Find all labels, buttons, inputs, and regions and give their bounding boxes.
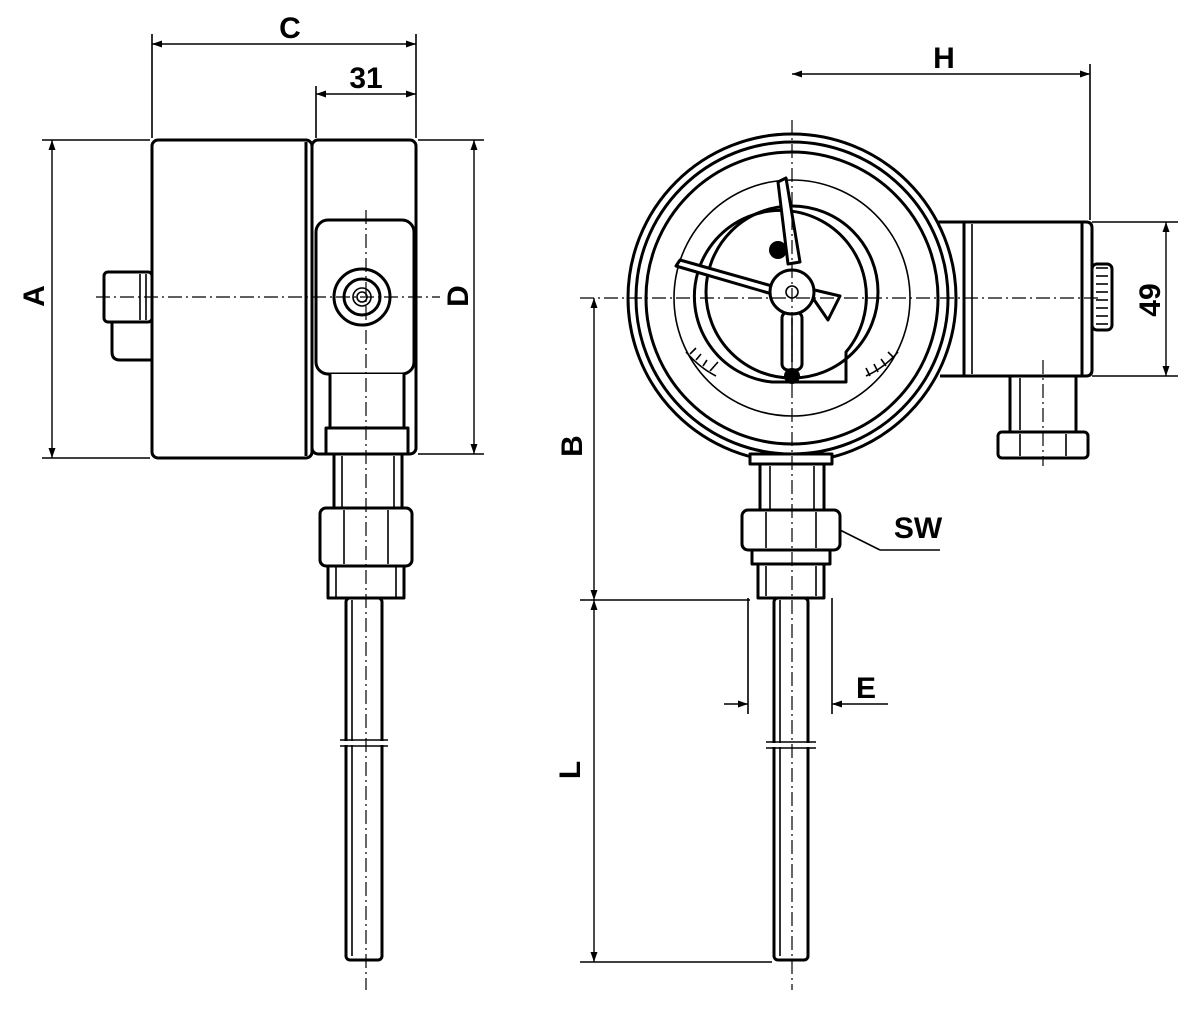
front-view: H 49 B L E — [554, 42, 1178, 990]
dimension-c: C — [151, 12, 417, 138]
front-hex-nut — [740, 508, 842, 600]
dimension-sw: SW — [839, 512, 943, 551]
right-scale — [865, 351, 899, 377]
dimension-h-label: H — [933, 42, 955, 75]
dimension-sw-label: SW — [894, 512, 943, 545]
left-scale — [685, 347, 719, 377]
dimension-49: 49 — [1092, 221, 1178, 377]
front-probe — [766, 596, 816, 962]
front-junction-box — [930, 220, 1114, 466]
front-stem — [748, 452, 834, 514]
dimension-e-label: E — [856, 672, 876, 705]
dimension-d-label: D — [442, 285, 475, 307]
side-probe — [340, 596, 388, 962]
dimension-c-label: C — [279, 12, 301, 45]
pointer-top — [776, 176, 802, 266]
side-stem — [324, 374, 410, 512]
dimension-31: 31 — [315, 62, 416, 138]
dimension-a: A — [18, 139, 150, 459]
dimension-l: L — [554, 600, 772, 963]
dimension-e: E — [724, 598, 888, 714]
dimension-31-label: 31 — [349, 62, 382, 95]
dimension-a-label: A — [18, 285, 51, 307]
dimension-l-label: L — [554, 761, 587, 779]
dimension-b: B — [556, 298, 750, 601]
dimension-49-label: 49 — [1134, 283, 1167, 316]
side-cable-gland — [102, 270, 154, 362]
side-housing — [150, 138, 314, 460]
dimension-h: H — [792, 42, 1091, 220]
dimension-d: D — [418, 139, 484, 455]
dimension-b-label: B — [556, 435, 589, 457]
side-view: C 31 A D — [18, 12, 484, 990]
